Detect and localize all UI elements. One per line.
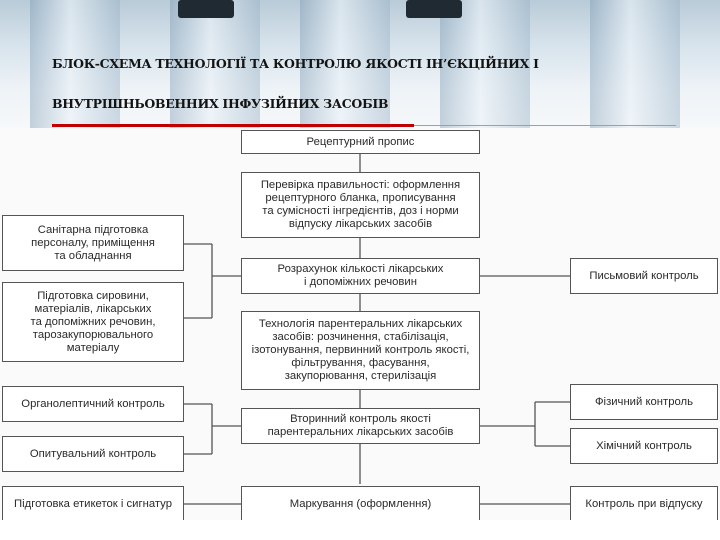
flowchart-connectors bbox=[184, 152, 570, 505]
step-verification: Перевірка правильності: оформлення рецеп… bbox=[241, 172, 480, 238]
slide-title-line-1: БЛОК-СХЕМА ТЕХНОЛОГІЇ ТА КОНТРОЛЮ ЯКОСТІ… bbox=[52, 56, 539, 71]
vial-cap bbox=[406, 0, 462, 18]
left-raw-materials-preparation: Підготовка сировини, матеріалів, лікарсь… bbox=[2, 282, 184, 362]
left-labels-preparation: Підготовка етикеток і сигнатур bbox=[2, 486, 184, 522]
vial-image bbox=[590, 0, 680, 128]
step-prescription: Рецептурний пропис bbox=[241, 130, 480, 154]
right-chemical-control: Хімічний контроль bbox=[570, 428, 718, 464]
step-technology: Технологія парентеральних лікарських зас… bbox=[241, 311, 480, 390]
step-secondary-control: Вторинний контроль якості парентеральних… bbox=[241, 408, 480, 444]
vial-image bbox=[170, 0, 260, 128]
right-written-control: Письмовий контроль bbox=[570, 258, 718, 294]
left-sanitary-preparation: Санітарна підготовка персоналу, приміщен… bbox=[2, 215, 184, 271]
left-survey-control: Опитувальний контроль bbox=[2, 436, 184, 472]
right-physical-control: Фізичний контроль bbox=[570, 384, 718, 420]
right-dispensing-control: Контроль при відпуску bbox=[570, 486, 718, 522]
slide-title-line-2: ВНУТРІШНЬОВЕННИХ ІНФУЗІЙНИХ ЗАСОБІВ bbox=[52, 96, 389, 111]
title-underline-thin bbox=[414, 125, 676, 126]
left-organoleptic-control: Органолептичний контроль bbox=[2, 386, 184, 422]
vial-image bbox=[440, 0, 530, 128]
step-calculation: Розрахунок кількості лікарських і допомі… bbox=[241, 258, 480, 294]
step-labeling: Маркування (оформлення) bbox=[241, 486, 480, 522]
vial-cap bbox=[178, 0, 234, 18]
vial-image bbox=[300, 0, 390, 128]
vial-image bbox=[30, 0, 120, 128]
flowchart: Рецептурний пропис Перевірка правильност… bbox=[0, 128, 720, 522]
title-underline bbox=[52, 124, 414, 127]
bottom-margin bbox=[0, 520, 720, 540]
header-banner: БЛОК-СХЕМА ТЕХНОЛОГІЇ ТА КОНТРОЛЮ ЯКОСТІ… bbox=[0, 0, 720, 128]
